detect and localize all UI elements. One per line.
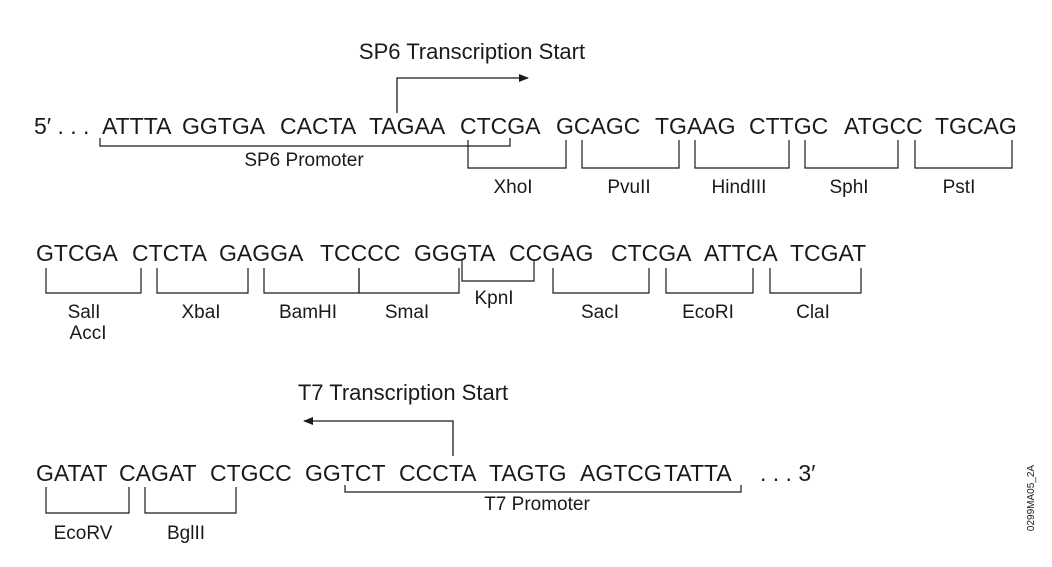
restriction-site-bracket bbox=[552, 268, 650, 294]
restriction-site-bracket bbox=[467, 140, 567, 169]
restriction-site-bracket bbox=[45, 487, 130, 514]
sequence-codon: TCGAT bbox=[790, 240, 866, 266]
restriction-site-label: SmaI bbox=[385, 302, 429, 323]
sequence-codon: GATAT bbox=[36, 460, 108, 486]
restriction-site-label: EcoRI bbox=[682, 302, 734, 323]
restriction-site-bracket bbox=[581, 140, 680, 169]
restriction-site-bracket bbox=[694, 140, 790, 169]
sequence-codon: TATTA bbox=[664, 460, 732, 486]
restriction-site-label: SalI bbox=[68, 302, 101, 323]
sequence-codon: ATGCC bbox=[844, 113, 923, 139]
restriction-site-label: PstI bbox=[943, 177, 976, 198]
sp6-promoter-label: SP6 Promoter bbox=[244, 150, 364, 171]
sequence-codon: GCAGC bbox=[556, 113, 640, 139]
restriction-site-label: ClaI bbox=[796, 302, 830, 323]
sequence-codon: GTCGA bbox=[36, 240, 118, 266]
sp6-promoter-bracket bbox=[99, 138, 511, 147]
t7-start-arrow bbox=[303, 417, 454, 456]
sequence-codon: AGTCG bbox=[580, 460, 662, 486]
sp6-transcription-start-label: SP6 Transcription Start bbox=[359, 39, 585, 64]
restriction-site-label: SphI bbox=[829, 177, 868, 198]
restriction-site-label: SacI bbox=[581, 302, 619, 323]
restriction-site-bracket bbox=[45, 268, 142, 294]
restriction-site-bracket bbox=[263, 268, 360, 294]
restriction-site-label: BglII bbox=[167, 523, 205, 544]
restriction-site-bracket bbox=[461, 260, 535, 282]
sequence-codon: ATTCA bbox=[704, 240, 778, 266]
sequence-codon: CTGCC bbox=[210, 460, 292, 486]
sequence-codon: CTTGC bbox=[749, 113, 828, 139]
sequence-codon: CACTA bbox=[280, 113, 357, 139]
sequence-codon: GAGGA bbox=[219, 240, 304, 266]
restriction-site-label: AccI bbox=[70, 323, 107, 344]
restriction-site-bracket bbox=[804, 140, 899, 169]
restriction-site-label: PvuII bbox=[607, 177, 650, 198]
sequence-codon: GGTCT bbox=[305, 460, 386, 486]
five-prime-end: 5′ . . . bbox=[34, 113, 89, 139]
restriction-site-bracket bbox=[769, 268, 862, 294]
restriction-site-label: KpnI bbox=[474, 288, 513, 309]
sequence-codon: CAGAT bbox=[119, 460, 197, 486]
sequence-codon: CTCGA bbox=[460, 113, 541, 139]
sp6-start-arrow bbox=[396, 74, 529, 113]
restriction-site-label: BamHI bbox=[279, 302, 337, 323]
t7-promoter-label: T7 Promoter bbox=[484, 494, 590, 515]
sequence-codon: TAGAA bbox=[369, 113, 446, 139]
sequence-codon: CCGAG bbox=[509, 240, 593, 266]
restriction-site-bracket bbox=[144, 487, 237, 514]
restriction-site-label: EcoRV bbox=[54, 523, 113, 544]
restriction-site-bracket bbox=[358, 268, 460, 294]
sequence-codon: TAGTG bbox=[489, 460, 567, 486]
sequence-codon: GGGTA bbox=[414, 240, 496, 266]
three-prime-end: . . . 3′ bbox=[760, 460, 815, 486]
sequence-codon: CTCGA bbox=[611, 240, 692, 266]
t7-transcription-start-label: T7 Transcription Start bbox=[298, 380, 508, 405]
sequence-codon: TGAAG bbox=[655, 113, 736, 139]
sequence-codon: TCCCC bbox=[320, 240, 401, 266]
t7-promoter-bracket bbox=[344, 485, 742, 493]
restriction-site-label: HindIII bbox=[712, 177, 767, 198]
restriction-site-bracket bbox=[665, 268, 754, 294]
sequence-codon: CCCTA bbox=[399, 460, 477, 486]
restriction-site-bracket bbox=[914, 140, 1013, 169]
sequence-codon: GGTGA bbox=[182, 113, 266, 139]
sequence-codon: CTCTA bbox=[132, 240, 208, 266]
restriction-site-bracket bbox=[156, 268, 249, 294]
restriction-site-label: XbaI bbox=[181, 302, 220, 323]
figure-code: 0299MA05_2A bbox=[1026, 465, 1037, 531]
sequence-codon: ATTTA bbox=[102, 113, 172, 139]
restriction-site-label: XhoI bbox=[493, 177, 532, 198]
sequence-codon: TGCAG bbox=[935, 113, 1017, 139]
